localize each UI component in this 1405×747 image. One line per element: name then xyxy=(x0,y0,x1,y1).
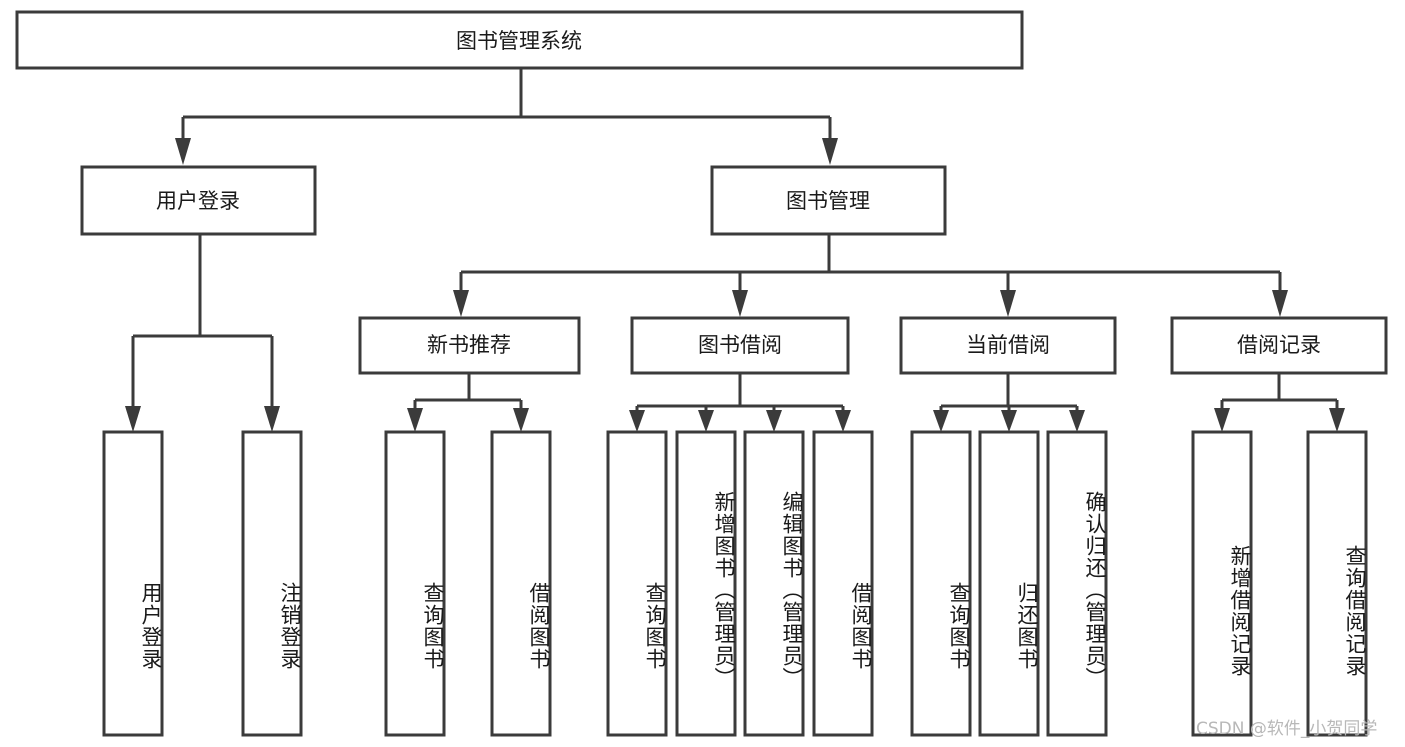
arrow-head-current-borrow xyxy=(1000,290,1016,317)
arrow-head-borrow-record xyxy=(1272,290,1288,317)
node-new-book-recommend[interactable] xyxy=(358,316,581,375)
label-current-borrow: 当前借阅 xyxy=(966,333,1050,357)
node-leaf-user-login[interactable] xyxy=(102,430,164,737)
node-leaf-borrow-query[interactable] xyxy=(606,430,668,737)
arrow-head-user-login xyxy=(175,138,191,165)
node-leaf-borrow-edit[interactable] xyxy=(743,430,805,737)
node-leaf-borrow-add[interactable] xyxy=(675,430,737,737)
arrow-head-leaf-cur-query xyxy=(933,410,949,432)
connector-user-login-to-leaves xyxy=(125,234,280,432)
arrow-head-leaf-rec-add xyxy=(1214,408,1230,432)
label-book-manage: 图书管理 xyxy=(786,189,870,213)
node-leaf-rec-borrow[interactable] xyxy=(490,430,552,737)
label-borrow-record: 借阅记录 xyxy=(1237,333,1321,357)
arrow-head-leaf-borrow-query xyxy=(629,410,645,432)
node-borrow-record[interactable] xyxy=(1170,316,1388,375)
label-user-login: 用户登录 xyxy=(156,189,240,213)
connector-book-borrow-to-leaves xyxy=(629,373,851,432)
connector-current-borrow-to-leaves xyxy=(933,373,1085,432)
node-book-borrow[interactable] xyxy=(630,316,850,375)
label-book-borrow: 图书借阅 xyxy=(698,333,782,357)
node-user-login[interactable] xyxy=(80,165,317,236)
label-root: 图书管理系统 xyxy=(456,29,582,53)
node-leaf-rec-add[interactable] xyxy=(1191,430,1253,737)
node-leaf-borrow-do[interactable] xyxy=(812,430,874,737)
arrow-head-leaf-cur-return xyxy=(1001,410,1017,432)
arrow-head-leaf-rec-borrow xyxy=(513,408,529,432)
node-leaf-cur-confirm[interactable] xyxy=(1046,430,1108,737)
arrow-head-leaf-user-logout xyxy=(264,406,280,432)
node-leaf-rec-query[interactable] xyxy=(384,430,446,737)
label-new-book-recommend: 新书推荐 xyxy=(427,333,511,357)
connector-new-book-recommend-to-leaves xyxy=(407,373,529,432)
node-leaf-user-logout[interactable] xyxy=(241,430,303,737)
arrow-head-leaf-borrow-do xyxy=(835,410,851,432)
csdn-watermark: CSDN @软件_小贺同学 xyxy=(1196,719,1378,739)
node-root[interactable] xyxy=(15,10,1024,70)
arrow-head-book-borrow xyxy=(732,290,748,317)
node-leaf-cur-return[interactable] xyxy=(978,430,1040,737)
node-book-manage[interactable] xyxy=(710,165,947,236)
arrow-head-leaf-rec-query xyxy=(407,408,423,432)
connector-root-to-level1 xyxy=(175,68,838,165)
arrow-head-leaf-cur-confirm xyxy=(1069,410,1085,432)
arrow-head-new-book-recommend xyxy=(453,290,469,317)
connector-borrow-record-to-leaves xyxy=(1214,373,1345,432)
arrow-head-leaf-rec-search xyxy=(1329,408,1345,432)
arrow-head-leaf-borrow-add xyxy=(698,410,714,432)
arrow-head-leaf-user-login xyxy=(125,406,141,432)
node-leaf-cur-query[interactable] xyxy=(910,430,972,737)
arrow-head-leaf-borrow-edit xyxy=(766,410,782,432)
arrow-head-book-manage xyxy=(822,138,838,165)
connector-book-manage-to-level2 xyxy=(453,234,1288,317)
node-current-borrow[interactable] xyxy=(899,316,1117,375)
node-leaf-rec-search[interactable] xyxy=(1306,430,1368,737)
